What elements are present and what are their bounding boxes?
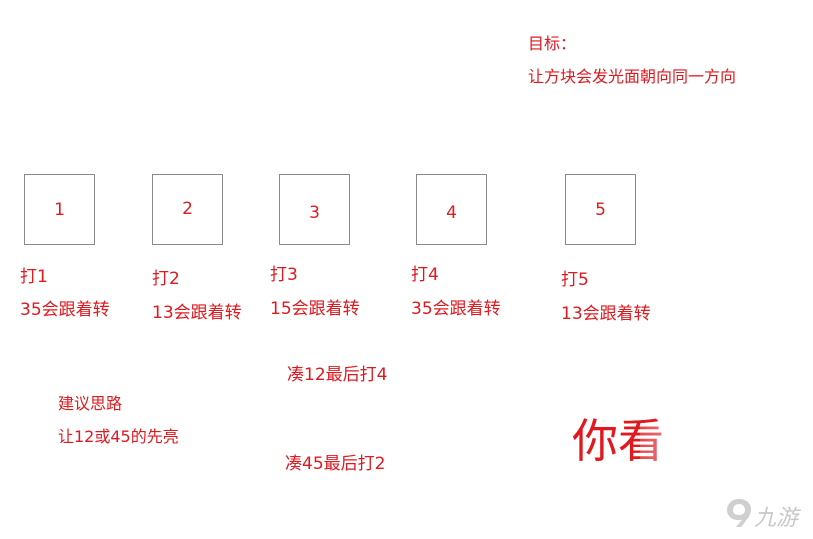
suggestion-text: 让12或45的先亮: [58, 427, 179, 446]
block-2-number: 2: [182, 199, 193, 219]
watermark-text: 九游: [754, 506, 799, 531]
suggestion-title: 建议思路: [58, 394, 123, 413]
block-3-follow: 15会跟着转: [270, 299, 360, 319]
block-1-number: 1: [54, 200, 65, 220]
block-5-follow: 13会跟着转: [561, 304, 651, 324]
watermark: 九游: [724, 494, 812, 534]
block-1: 1: [24, 174, 95, 245]
hint-step-b: 凑45最后打2: [285, 454, 386, 474]
block-2-follow: 13会跟着转: [152, 303, 242, 323]
block-5: 5: [565, 174, 636, 245]
block-1-action: 打1: [20, 267, 48, 287]
block-1-follow: 35会跟着转: [20, 300, 110, 320]
goal-text: 让方块会发光面朝向同一方向: [528, 67, 737, 86]
block-4-follow: 35会跟着转: [411, 299, 501, 319]
block-4-action: 打4: [411, 265, 439, 285]
goal-title: 目标：: [528, 34, 577, 53]
block-3-number: 3: [309, 203, 320, 223]
9game-logo-icon: [727, 499, 751, 527]
block-3-action: 打3: [270, 265, 298, 285]
block-5-number: 5: [595, 200, 606, 220]
block-2-action: 打2: [152, 269, 180, 289]
block-3: 3: [279, 174, 350, 245]
block-2: 2: [152, 174, 223, 245]
block-5-action: 打5: [561, 270, 589, 290]
overlay-fade: [640, 425, 750, 480]
block-4-number: 4: [446, 203, 457, 223]
block-4: 4: [416, 174, 487, 245]
hint-step-a: 凑12最后打4: [287, 365, 388, 385]
